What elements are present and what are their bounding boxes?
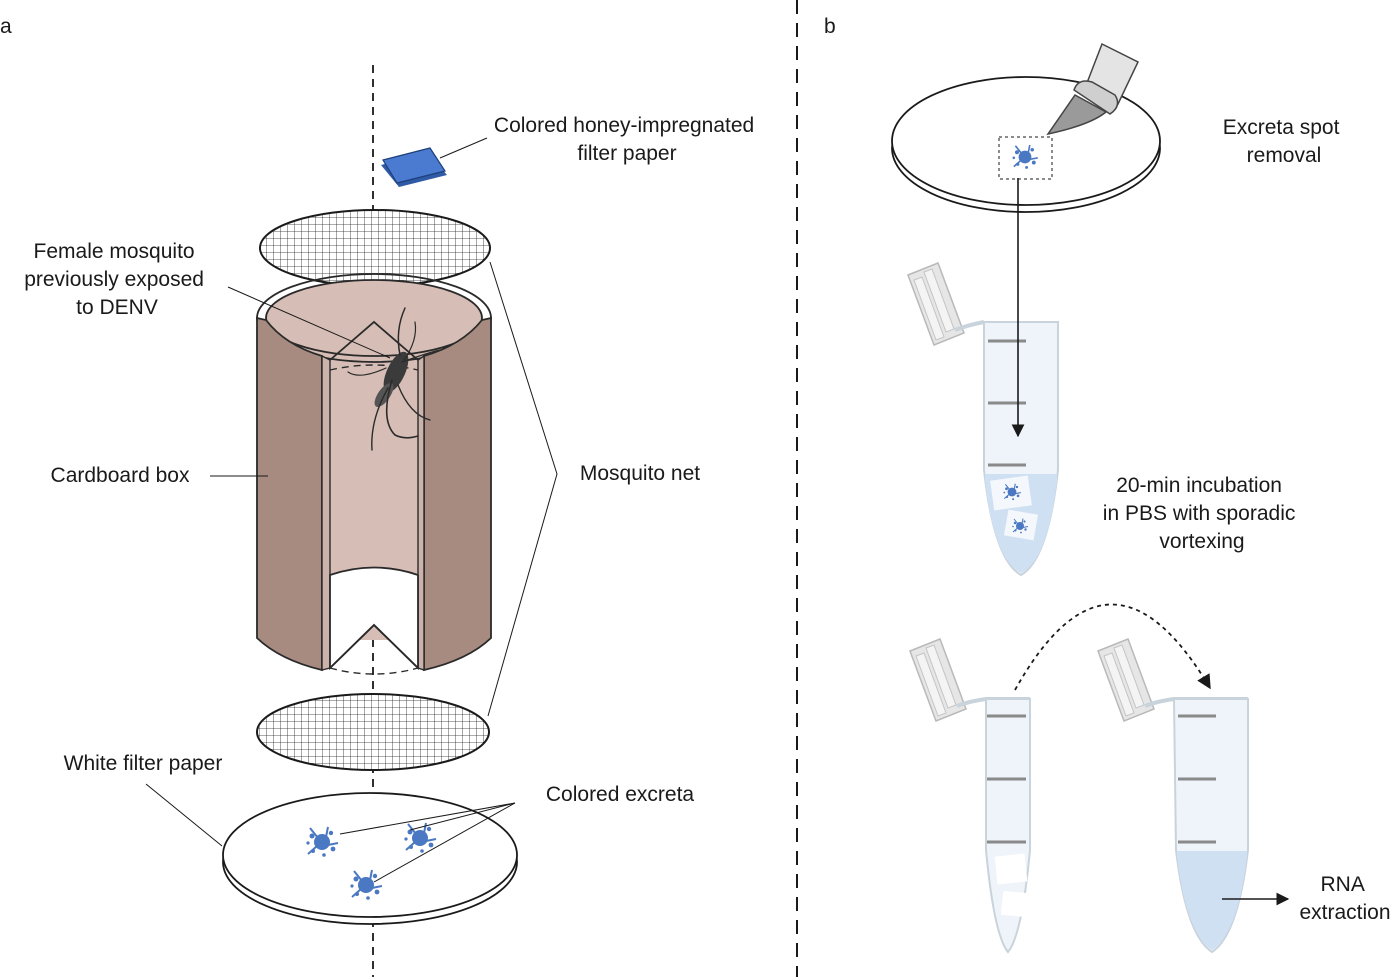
- leader-female-mosquito: [227, 286, 391, 359]
- label-honey-paper: Colored honey-impregnated filter paper: [494, 114, 760, 165]
- leader-white-filter: [145, 783, 223, 847]
- mosquito-icon: [347, 307, 441, 451]
- label-incubation: 20-min incubation in PBS with sporadic v…: [1103, 474, 1301, 553]
- bottom-mosquito-net: [256, 693, 490, 771]
- cardboard-box: [256, 273, 492, 675]
- label-female-mosquito: Female mosquito previously exposed to DE…: [24, 240, 210, 319]
- label-spot-removal: Excreta spot removal: [1223, 116, 1346, 167]
- panel-label-b: b: [824, 15, 836, 38]
- honey-filter-paper: [381, 137, 488, 187]
- tube-emptied: [909, 638, 1031, 954]
- label-white-filter: White filter paper: [64, 752, 223, 775]
- panel-label-a: a: [0, 15, 12, 38]
- leader-mosquito-net: [487, 261, 558, 717]
- tube-supernatant: [1097, 638, 1249, 954]
- scalpel-icon: [1046, 42, 1139, 136]
- tube-incubation: [907, 262, 1059, 577]
- label-colored-excreta: Colored excreta: [546, 783, 695, 806]
- label-mosquito-net: Mosquito net: [580, 462, 700, 485]
- leader-colored-excreta: [339, 802, 516, 883]
- label-cardboard-box: Cardboard box: [51, 464, 190, 487]
- label-rna-extraction: RNA extraction: [1299, 873, 1390, 924]
- white-filter-paper: [222, 792, 518, 925]
